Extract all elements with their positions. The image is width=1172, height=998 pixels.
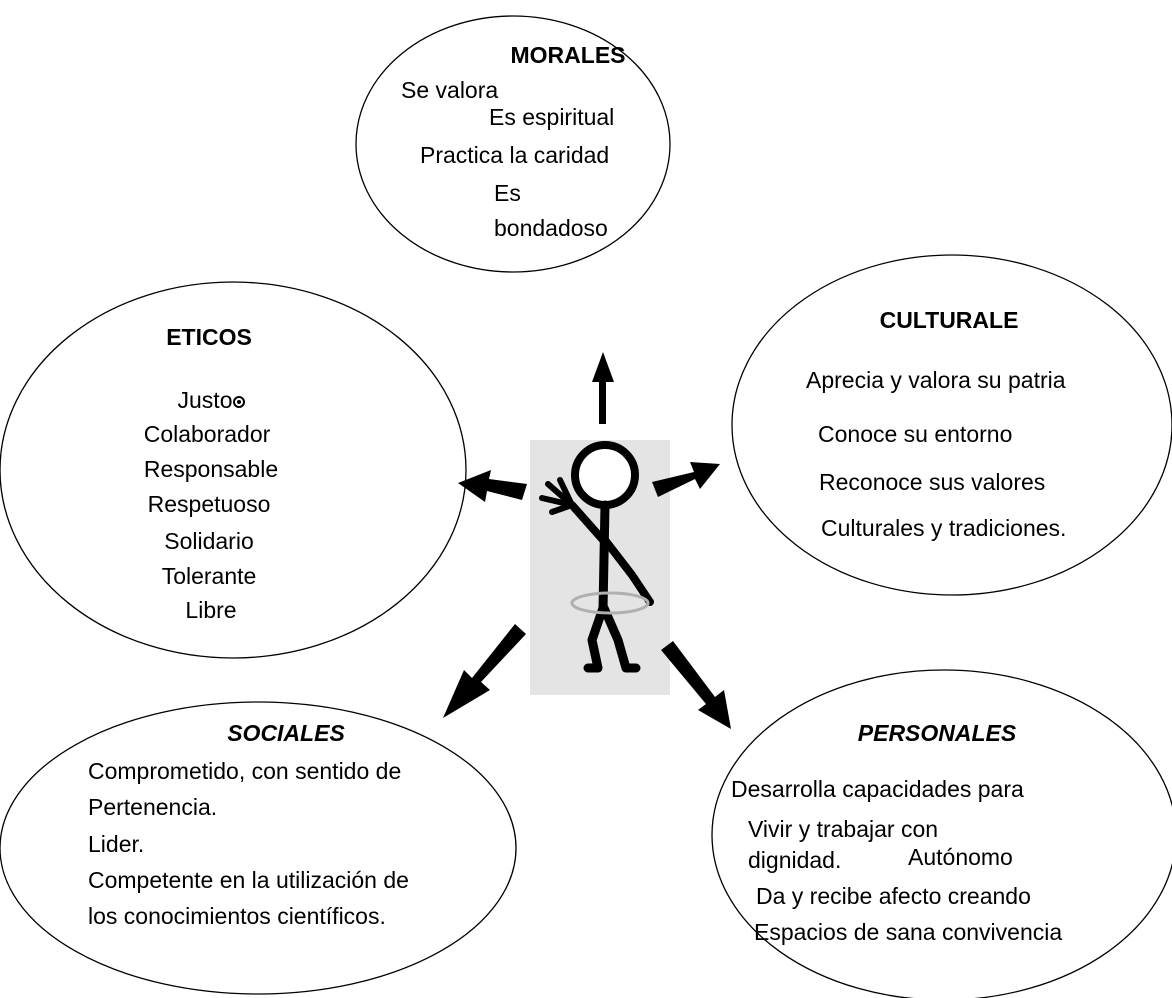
sociales-line: Competente en la utilización de	[88, 867, 409, 893]
bullet-dot-center	[237, 400, 241, 404]
eticos-line: Tolerante	[161, 563, 257, 589]
morales-line: bondadoso	[494, 215, 608, 241]
culturales-line: Reconoce sus valores	[819, 469, 1046, 495]
sociales-line: Lider.	[88, 831, 145, 857]
personales-line: Autónomo	[908, 844, 1013, 870]
morales-line: Es	[494, 180, 521, 206]
eticos-line: Justo	[177, 387, 233, 413]
eticos-line: Solidario	[164, 528, 254, 554]
eticos-ellipse	[0, 281, 467, 659]
personales-line: Da y recibe afecto creando	[756, 883, 1031, 909]
culturales-title: CULTURALE	[879, 307, 1019, 333]
culturales-line: Aprecia y valora su patria	[806, 367, 1066, 393]
morales-title: MORALES	[510, 42, 626, 68]
eticos-line: Responsable	[143, 456, 279, 482]
personales-title: PERSONALES	[857, 720, 1017, 746]
sociales-title: SOCIALES	[227, 720, 345, 746]
eticos-title: ETICOS	[166, 324, 252, 350]
personales-ellipse	[711, 669, 1172, 998]
sociales-line: Pertenencia.	[88, 794, 218, 820]
eticos-line: Colaborador	[143, 421, 271, 447]
stick-figure-icon	[530, 440, 670, 695]
morales-line: Se valora	[401, 77, 499, 103]
sociales-line: Comprometido, con sentido de	[88, 758, 402, 784]
personales-line: dignidad.	[748, 847, 842, 873]
culturales-line: Culturales y tradiciones.	[821, 515, 1067, 541]
sociales-ellipse	[0, 701, 517, 995]
morales-ellipse	[355, 15, 671, 273]
arrow-icon	[443, 352, 731, 729]
personales-line: Vivir y trabajar con	[748, 816, 939, 842]
culturales-line: Conoce su entorno	[818, 421, 1013, 447]
morales-line: Practica la caridad	[420, 142, 610, 168]
morales-line: Es espiritual	[489, 104, 615, 130]
sociales-line: los conocimientos científicos.	[88, 903, 386, 929]
culturales-ellipse	[731, 254, 1172, 596]
eticos-line: Respetuoso	[147, 491, 271, 517]
personales-line: Espacios de sana convivencia	[754, 919, 1063, 945]
personales-line: Desarrolla capacidades para	[731, 776, 1024, 802]
eticos-line: Libre	[185, 597, 237, 623]
